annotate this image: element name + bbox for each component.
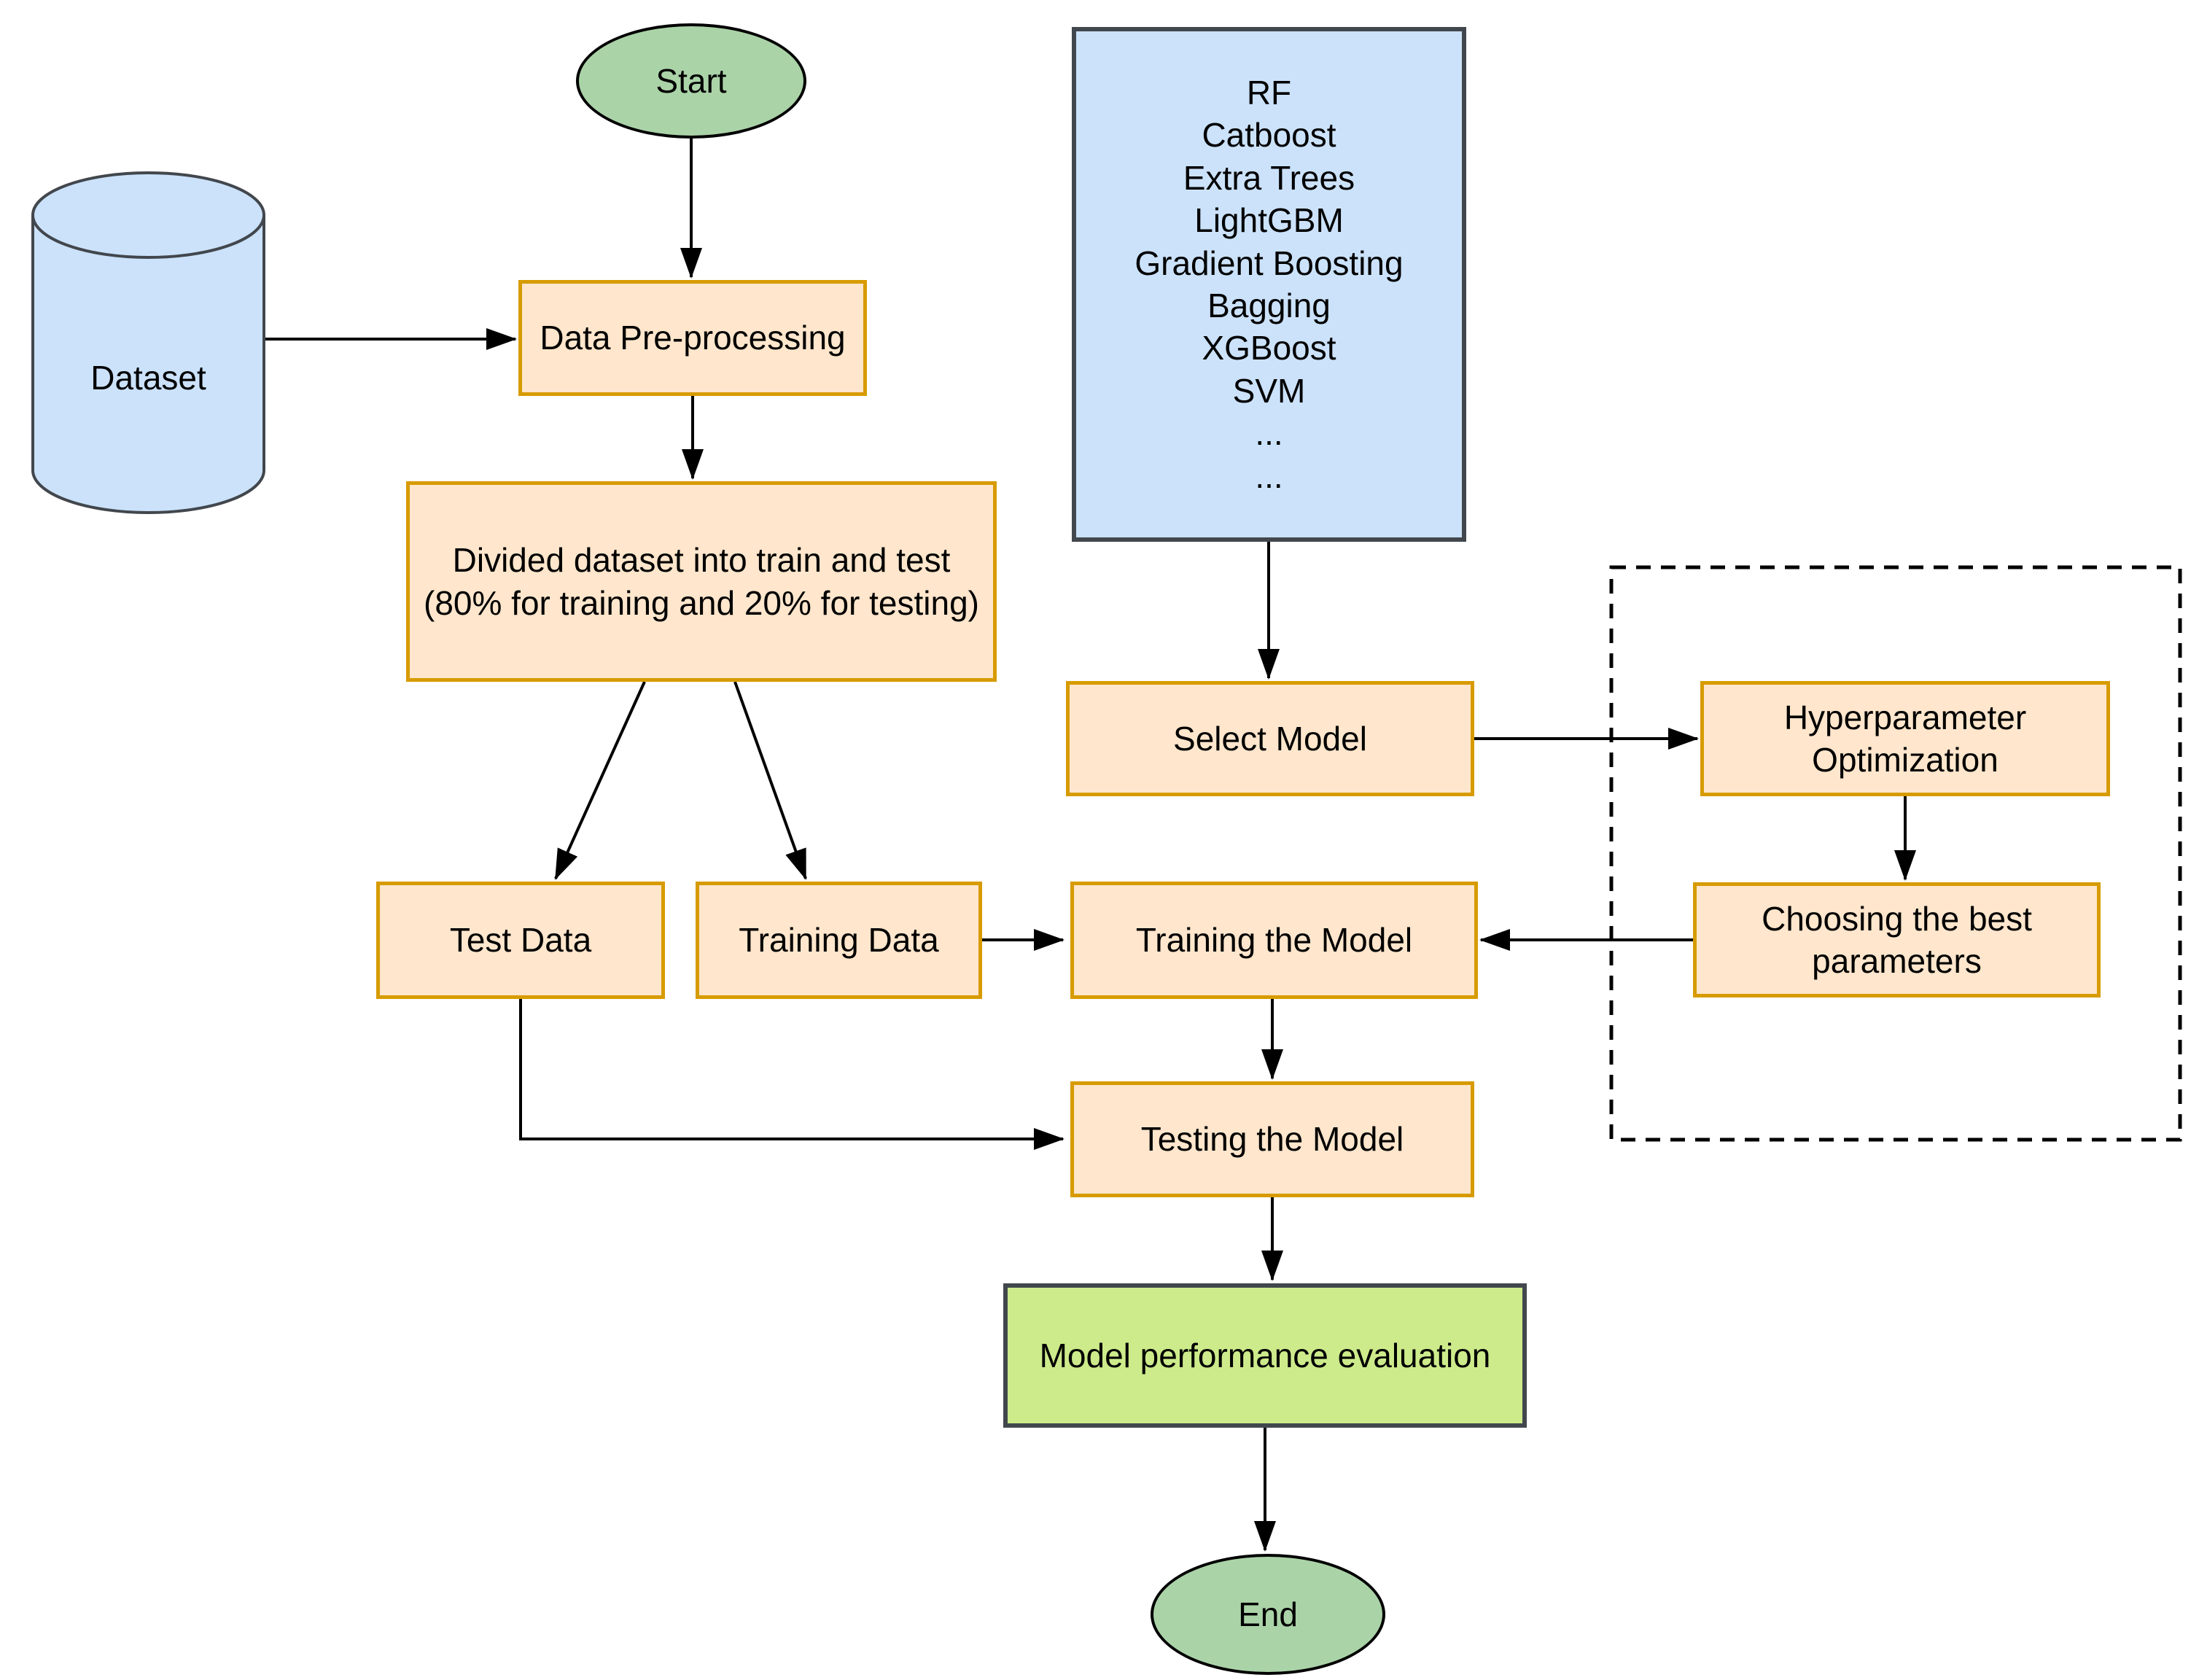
hyperparameter-node: Hyperparameter Optimization [1700, 681, 2110, 796]
split-node: Divided dataset into train and test (80%… [406, 481, 997, 682]
training-data-node: Training Data [696, 882, 982, 999]
preprocess-label: Data Pre-processing [540, 319, 846, 357]
test-data-node: Test Data [376, 882, 665, 999]
arrow-split-to-training-data [733, 681, 807, 880]
dataset-node: Dataset [31, 171, 265, 514]
training-model-node: Training the Model [1070, 882, 1478, 999]
hyperparameter-label: Hyperparameter Optimization [1783, 698, 2027, 779]
evaluation-node: Model performance evaluation [1003, 1283, 1527, 1428]
training-model-label: Training the Model [1135, 921, 1413, 960]
test-data-label: Test Data [449, 921, 592, 960]
model-item: ... [1255, 456, 1283, 495]
database-cylinder-icon [31, 171, 265, 514]
best-params-label: Choosing the best parameters [1762, 899, 2032, 980]
preprocess-node: Data Pre-processing [518, 280, 867, 396]
model-item: RF [1246, 73, 1292, 112]
best-params-node: Choosing the best parameters [1693, 882, 2101, 998]
select-model-node: Select Model [1066, 681, 1474, 796]
model-item: ... [1255, 414, 1283, 453]
testing-model-label: Testing the Model [1140, 1120, 1404, 1159]
model-item: Gradient Boosting [1134, 244, 1404, 282]
select-model-label: Select Model [1173, 719, 1367, 758]
hyperparameter-group-outline [1609, 565, 2182, 1142]
start-label: Start [655, 61, 727, 100]
end-node: End [1151, 1554, 1385, 1675]
model-item: Catboost [1202, 116, 1336, 155]
end-label: End [1238, 1595, 1298, 1633]
evaluation-label: Model performance evaluation [1039, 1336, 1491, 1374]
model-item: LightGBM [1194, 201, 1344, 240]
testing-model-node: Testing the Model [1070, 1081, 1474, 1197]
start-node: Start [576, 23, 806, 139]
arrow-split-to-test-data [554, 681, 646, 880]
model-item: XGBoost [1202, 329, 1336, 368]
model-item: SVM [1232, 371, 1306, 410]
model-item: Extra Trees [1183, 158, 1355, 197]
models-list-node: RF Catboost Extra Trees LightGBM Gradien… [1072, 27, 1466, 542]
dataset-label: Dataset [90, 358, 206, 397]
arrow-test-data-to-testing-model [519, 999, 1065, 1150]
model-item: Bagging [1207, 287, 1331, 324]
training-data-label: Training Data [739, 921, 939, 960]
split-label: Divided dataset into train and test (80%… [424, 541, 979, 622]
